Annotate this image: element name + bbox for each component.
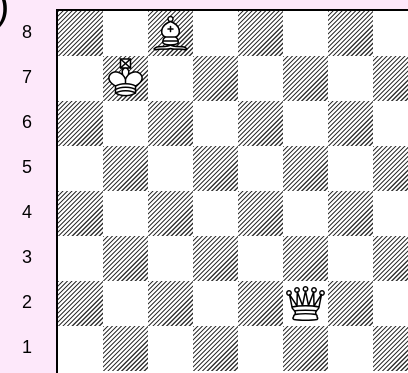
square-d5[interactable]: [193, 146, 238, 191]
square-e6[interactable]: [238, 101, 283, 146]
square-g8[interactable]: [328, 11, 373, 56]
square-f8[interactable]: [283, 11, 328, 56]
rank-label-1: 1: [12, 325, 42, 370]
square-c3[interactable]: [148, 236, 193, 281]
rank-label-2: 2: [12, 280, 42, 325]
chess-board[interactable]: [56, 9, 408, 373]
square-h1[interactable]: [373, 326, 408, 371]
square-c7[interactable]: [148, 56, 193, 101]
square-e3[interactable]: [238, 236, 283, 281]
square-d7[interactable]: [193, 56, 238, 101]
rank-label-8: 8: [12, 10, 42, 55]
square-b6[interactable]: [103, 101, 148, 146]
square-b3[interactable]: [103, 236, 148, 281]
square-c4[interactable]: [148, 191, 193, 236]
square-d2[interactable]: [193, 281, 238, 326]
square-e7[interactable]: [238, 56, 283, 101]
square-b1[interactable]: [103, 326, 148, 371]
rank-label-4: 4: [12, 190, 42, 235]
square-c1[interactable]: [148, 326, 193, 371]
rank-label-3: 3: [12, 235, 42, 280]
square-d3[interactable]: [193, 236, 238, 281]
square-e4[interactable]: [238, 191, 283, 236]
square-e5[interactable]: [238, 146, 283, 191]
square-f3[interactable]: [283, 236, 328, 281]
square-c2[interactable]: [148, 281, 193, 326]
square-f1[interactable]: [283, 326, 328, 371]
square-d1[interactable]: [193, 326, 238, 371]
square-c6[interactable]: [148, 101, 193, 146]
white-king-icon[interactable]: [103, 56, 148, 101]
square-e2[interactable]: [238, 281, 283, 326]
square-h4[interactable]: [373, 191, 408, 236]
square-a3[interactable]: [58, 236, 103, 281]
square-a7[interactable]: [58, 56, 103, 101]
square-a2[interactable]: [58, 281, 103, 326]
square-a4[interactable]: [58, 191, 103, 236]
square-e1[interactable]: [238, 326, 283, 371]
square-g3[interactable]: [328, 236, 373, 281]
square-f7[interactable]: [283, 56, 328, 101]
square-h2[interactable]: [373, 281, 408, 326]
square-f4[interactable]: [283, 191, 328, 236]
rank-label-7: 7: [12, 55, 42, 100]
rank-label-5: 5: [12, 145, 42, 190]
square-b2[interactable]: [103, 281, 148, 326]
white-bishop-icon[interactable]: [148, 11, 193, 56]
square-h8[interactable]: [373, 11, 408, 56]
square-f5[interactable]: [283, 146, 328, 191]
square-h7[interactable]: [373, 56, 408, 101]
square-g4[interactable]: [328, 191, 373, 236]
square-g7[interactable]: [328, 56, 373, 101]
square-c5[interactable]: [148, 146, 193, 191]
square-b5[interactable]: [103, 146, 148, 191]
square-d8[interactable]: [193, 11, 238, 56]
square-g5[interactable]: [328, 146, 373, 191]
square-h3[interactable]: [373, 236, 408, 281]
square-f6[interactable]: [283, 101, 328, 146]
square-h6[interactable]: [373, 101, 408, 146]
square-a5[interactable]: [58, 146, 103, 191]
square-a1[interactable]: [58, 326, 103, 371]
square-g2[interactable]: [328, 281, 373, 326]
square-a6[interactable]: [58, 101, 103, 146]
white-queen-icon[interactable]: [283, 281, 328, 326]
square-g1[interactable]: [328, 326, 373, 371]
square-h5[interactable]: [373, 146, 408, 191]
square-b8[interactable]: [103, 11, 148, 56]
square-b4[interactable]: [103, 191, 148, 236]
square-g6[interactable]: [328, 101, 373, 146]
square-e8[interactable]: [238, 11, 283, 56]
square-a8[interactable]: [58, 11, 103, 56]
corner-paren: ): [0, 0, 9, 26]
rank-label-6: 6: [12, 100, 42, 145]
square-d4[interactable]: [193, 191, 238, 236]
square-d6[interactable]: [193, 101, 238, 146]
